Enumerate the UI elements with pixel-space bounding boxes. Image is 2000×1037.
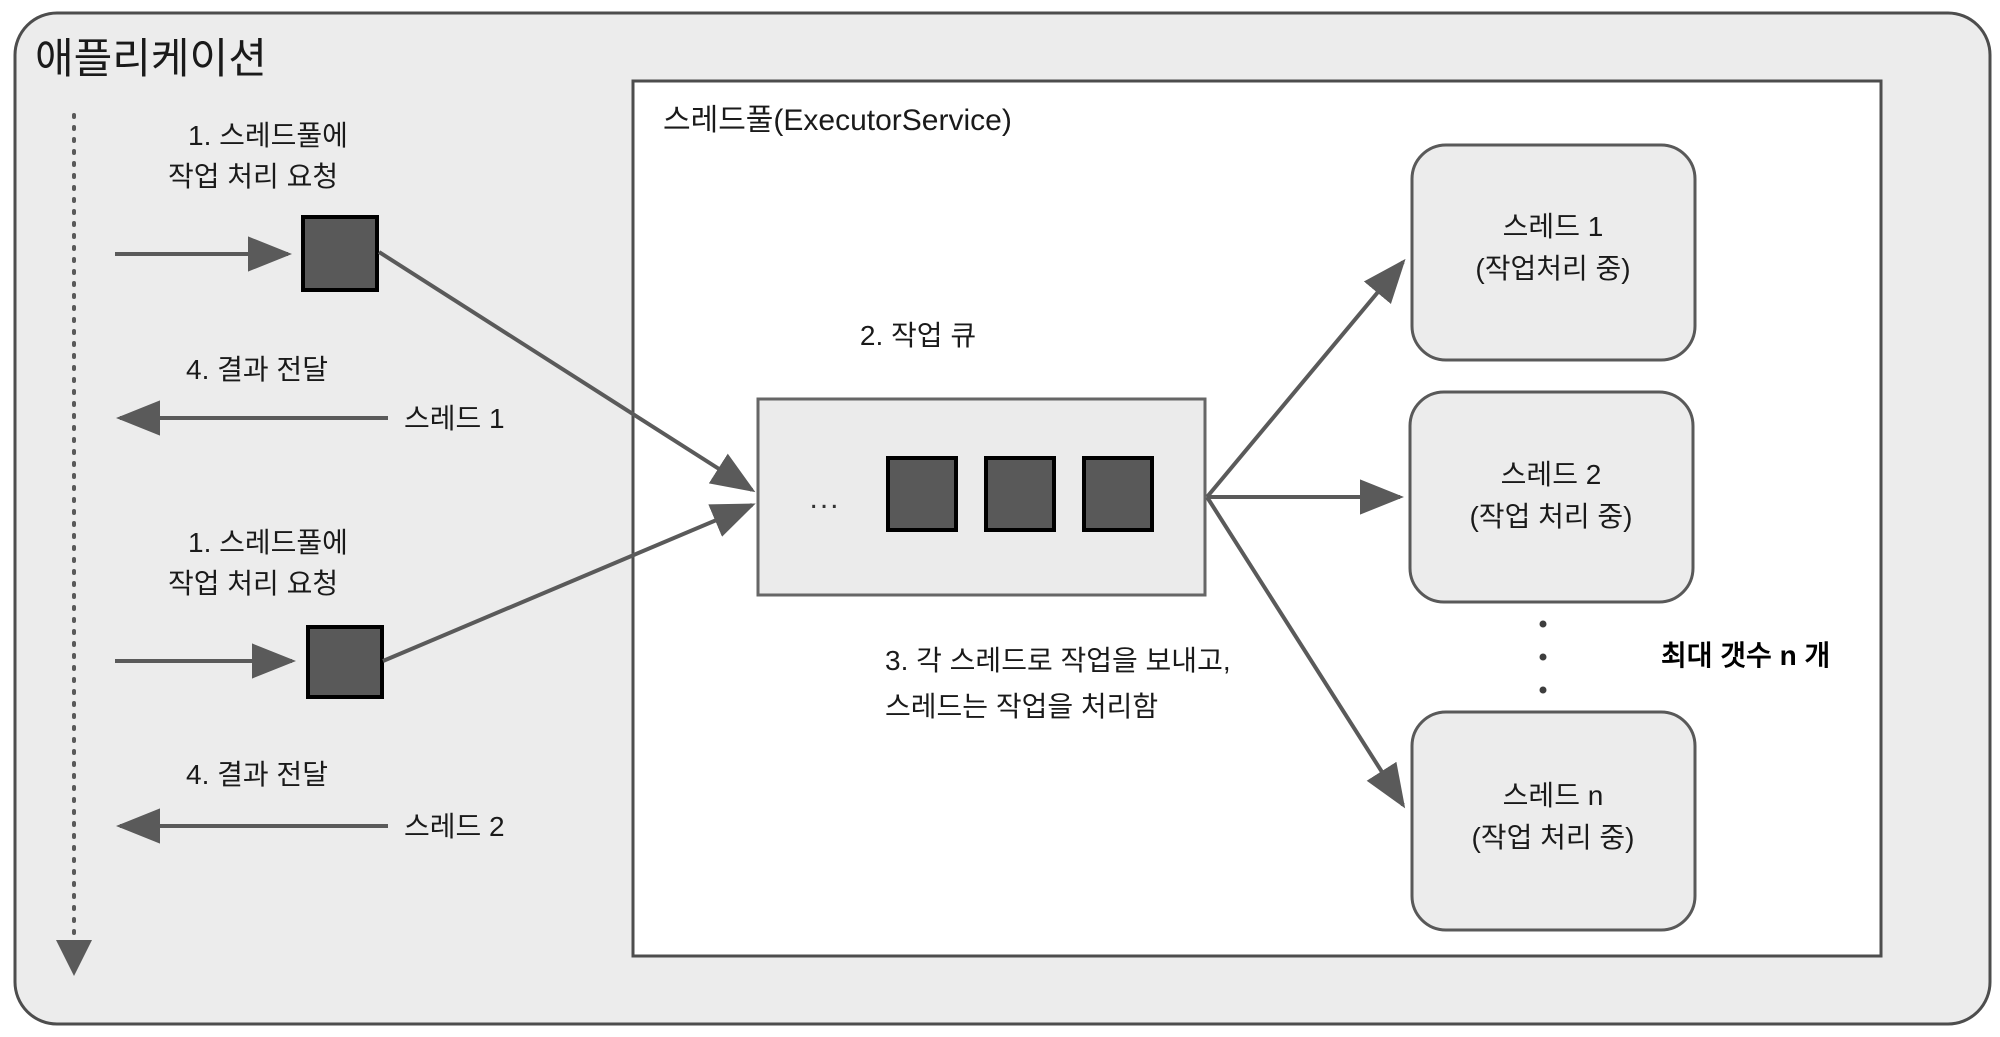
dispatch-note-line2: 스레드는 작업을 처리함 (885, 691, 1158, 722)
thread-node-n (1410, 710, 1697, 932)
request-1-note-line1: 1. 스레드풀에 (188, 120, 348, 151)
vertical-ellipsis-dot-2 (1539, 653, 1547, 661)
timeline-arrow-icon (56, 940, 92, 976)
request-2-note-line1: 1. 스레드풀에 (188, 527, 348, 558)
capacity-note: 최대 갯수 n 개 (1661, 640, 1830, 671)
enqueue-arrow-1 (377, 250, 756, 493)
thread-n-name: 스레드 n (1503, 780, 1604, 811)
queue-ellipsis: ... (809, 482, 840, 515)
queue-caption: 2. 작업 큐 (860, 320, 976, 351)
result-1-thread-label: 스레드 1 (404, 403, 505, 434)
page-title: 애플리케이션 (35, 35, 267, 82)
thread-1-state: (작업처리 중) (1475, 253, 1630, 284)
vertical-ellipsis-dot-1 (1539, 620, 1547, 628)
queued-task-2 (984, 456, 1056, 532)
thread-2-state: (작업 처리 중) (1469, 501, 1632, 532)
thread-2-name: 스레드 2 (1501, 459, 1602, 490)
result-2-thread-label: 스레드 2 (404, 811, 505, 842)
result-1-note: 4. 결과 전달 (186, 354, 328, 385)
dispatch-arrow-thread-n (1205, 495, 1406, 809)
vertical-ellipsis-dot-3 (1539, 686, 1547, 694)
queued-task-1 (886, 456, 958, 532)
dispatch-note-line1: 3. 각 스레드로 작업을 보내고, (885, 645, 1231, 676)
thread-1-name: 스레드 1 (1503, 211, 1604, 242)
enqueue-arrow-2 (382, 503, 756, 663)
thread-node-2 (1408, 390, 1695, 604)
result-2-note: 4. 결과 전달 (186, 759, 328, 790)
request-2-note-line2: 작업 처리 요청 (168, 568, 338, 599)
request-1-note-line2: 작업 처리 요청 (168, 161, 338, 192)
request-1-task-square (301, 215, 379, 292)
queued-task-3 (1082, 456, 1154, 532)
thread-pool-title: 스레드풀(ExecutorService) (663, 104, 1012, 137)
thread-n-state: (작업 처리 중) (1471, 822, 1634, 853)
dispatch-arrow-thread-1 (1205, 258, 1406, 499)
thread-node-1 (1410, 143, 1697, 362)
request-2-task-square (306, 625, 384, 699)
